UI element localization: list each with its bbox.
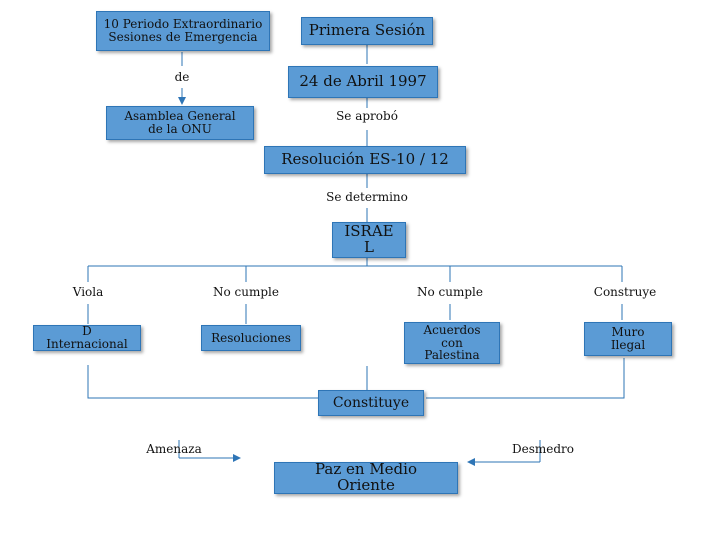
se-aprobo-label: Se aprobó xyxy=(336,109,398,123)
primera-sesion-box: Primera Sesión xyxy=(301,17,433,45)
desmedro-label: Desmedro xyxy=(511,442,574,456)
d-internacional-box: D Internacional xyxy=(33,325,141,351)
no-cumple-label-1: No cumple xyxy=(213,285,279,299)
paz-box: Paz en Medio Oriente xyxy=(274,461,458,494)
no-cumple-label-2: No cumple xyxy=(417,285,483,299)
viola-label: Viola xyxy=(72,285,104,299)
acuerdos-box: Acuerdos con Palestina xyxy=(404,322,500,364)
constituye-box: Constituye xyxy=(318,390,424,416)
se-determino-label: Se determino xyxy=(326,190,408,204)
asamblea-box: Asamblea General de la ONU xyxy=(106,106,254,140)
israel-box: ISRAE L xyxy=(332,222,406,258)
resolucion-box: Resolución ES-10 / 12 xyxy=(264,146,466,174)
construye-label: Construye xyxy=(593,285,657,299)
fecha-box: 24 de Abril 1997 xyxy=(288,66,438,98)
periodo-box: 10 Periodo Extraordinario Sesiones de Em… xyxy=(96,11,270,51)
amenaza-label: Amenaza xyxy=(146,442,202,456)
resoluciones-box: Resoluciones xyxy=(201,325,301,351)
muro-box: Muro Ilegal xyxy=(584,322,672,356)
de-label: de xyxy=(174,70,190,84)
